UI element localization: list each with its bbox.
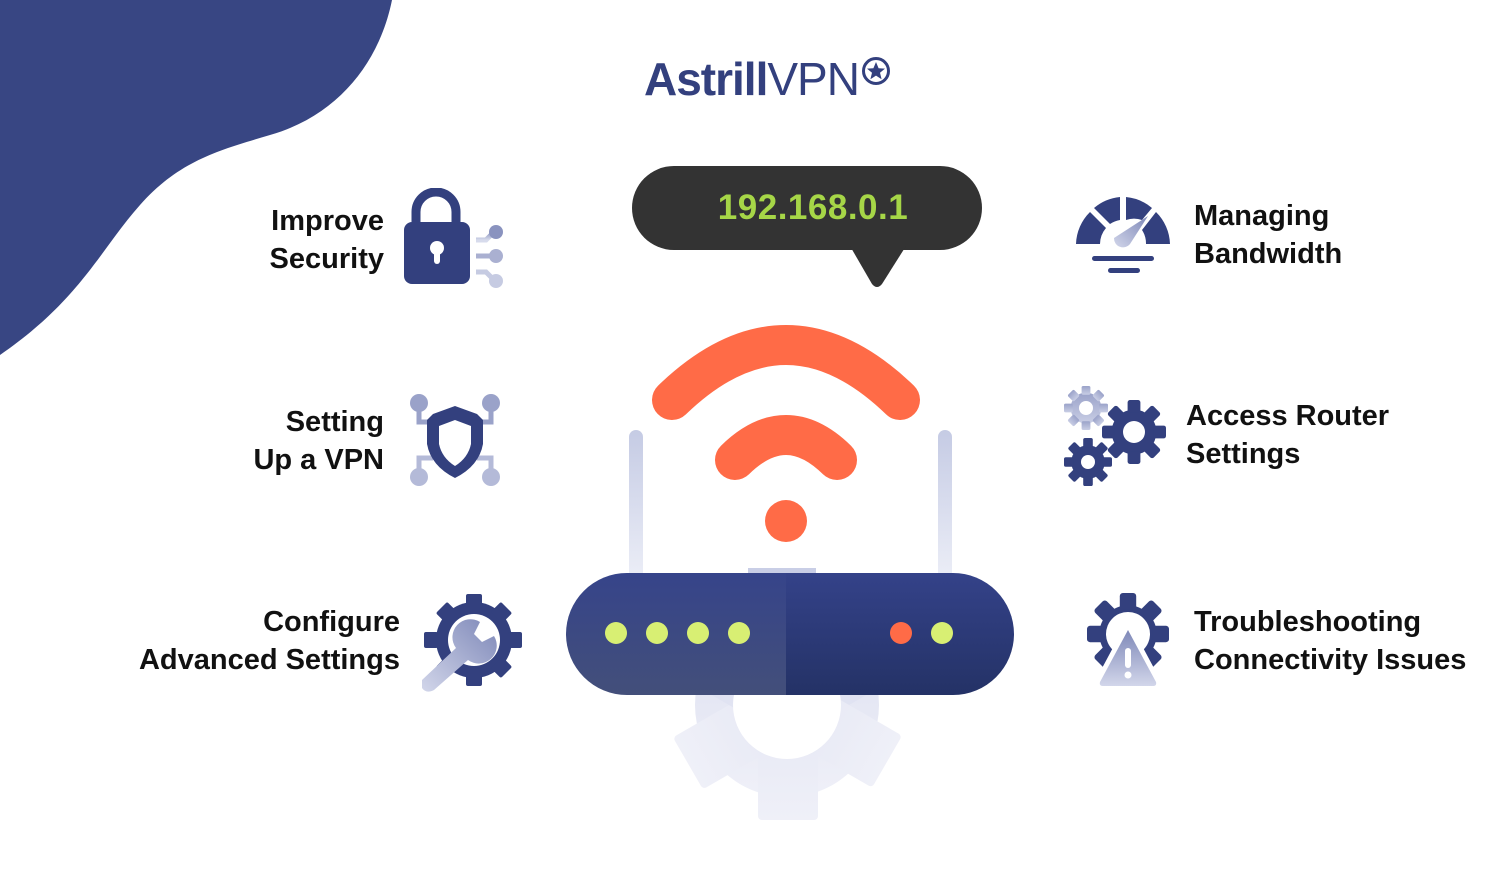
led-3 xyxy=(687,622,709,644)
feature-line1: Access Router xyxy=(1186,400,1390,432)
led-5 xyxy=(890,622,912,644)
shield-network-icon xyxy=(410,394,500,486)
feature-line1: Improve xyxy=(271,205,384,237)
ip-callout-bubble xyxy=(632,166,982,287)
feature-improve-security: Improve Security xyxy=(220,202,384,278)
feature-line1: Configure xyxy=(263,606,400,638)
logo-text-bold: Astrill xyxy=(644,53,768,105)
feature-line2: Security xyxy=(269,243,384,275)
speedometer-icon xyxy=(1076,197,1170,273)
feature-line2: Connectivity Issues xyxy=(1194,644,1467,676)
gear-wrench-icon xyxy=(422,594,522,692)
feature-managing-bandwidth: Managing Bandwidth xyxy=(1194,197,1454,273)
feature-line1: Troubleshooting xyxy=(1194,606,1422,638)
feature-configure-advanced-settings: Configure Advanced Settings xyxy=(100,603,400,679)
gears-icon xyxy=(1064,386,1166,486)
gear-warning-icon xyxy=(1087,593,1169,690)
feature-line2: Settings xyxy=(1186,438,1301,470)
padlock-network-icon xyxy=(404,188,503,288)
led-4 xyxy=(728,622,750,644)
feature-line1: Setting xyxy=(285,406,384,438)
feature-line2: Advanced Settings xyxy=(138,644,400,676)
feature-setting-up-vpn: Setting Up a VPN xyxy=(220,403,384,479)
led-6 xyxy=(931,622,953,644)
feature-line2: Bandwidth xyxy=(1194,238,1343,270)
led-1 xyxy=(605,622,627,644)
ip-address-text: 192.168.0.1 xyxy=(717,188,909,227)
feature-troubleshooting-connectivity: Troubleshooting Connectivity Issues xyxy=(1194,603,1494,679)
feature-line2: Up a VPN xyxy=(253,444,384,476)
wifi-router-icon xyxy=(566,325,1014,820)
feature-line1: Managing xyxy=(1194,200,1330,232)
feature-access-router-settings: Access Router Settings xyxy=(1186,397,1446,473)
led-2 xyxy=(646,622,668,644)
decorative-blob xyxy=(0,0,392,355)
logo-text-light: VPN xyxy=(767,53,860,105)
star-badge-icon xyxy=(861,57,890,85)
